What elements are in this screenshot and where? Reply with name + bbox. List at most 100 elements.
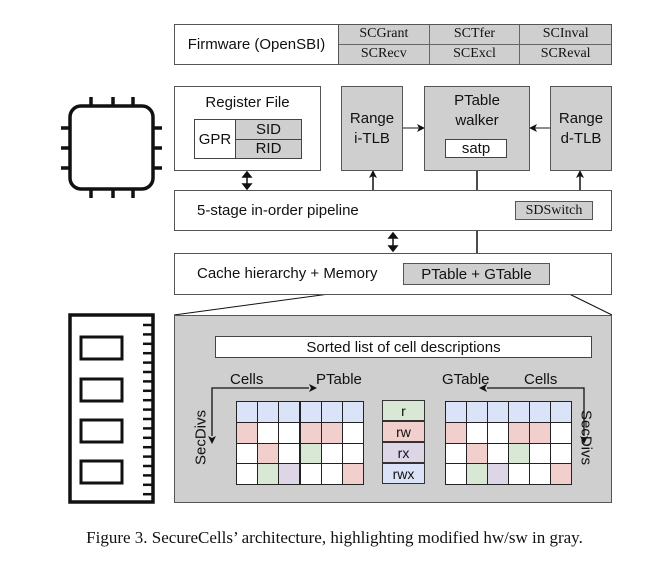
- ptable-cell-none: [278, 442, 301, 465]
- rf-pipeline-arrow: [241, 170, 253, 191]
- gtable-cell-rwx: [550, 401, 572, 423]
- gtable-cell-rw: [508, 421, 530, 444]
- dtlb-line1: Range: [558, 109, 604, 127]
- ptable-cell-none: [341, 442, 364, 465]
- ptable-title: PTable: [316, 371, 362, 388]
- ptable-grid: [236, 401, 364, 485]
- ptable-cell-rw: [257, 442, 280, 465]
- ptable-cell-none: [236, 463, 259, 485]
- legend-item-rw: rw: [382, 421, 425, 442]
- sbi-call-scinval: SCInval: [520, 25, 611, 45]
- ptable-cell-rwx: [299, 401, 322, 423]
- ptable-cell-none: [236, 442, 259, 465]
- sbi-call-screval: SCReval: [540, 46, 591, 62]
- sdswitch-instruction: SDSwitch: [515, 201, 593, 220]
- sorted-cell-list: Sorted list of cell descriptions: [215, 336, 592, 358]
- ptable-cell-rw: [299, 421, 322, 444]
- ptable-cell-none: [320, 463, 343, 485]
- ptable-cell-rwx: [341, 401, 364, 423]
- ptable-cells-label: Cells: [230, 371, 264, 388]
- walker-line2: walker: [455, 112, 499, 129]
- figure-caption: Figure 3. SecureCells’ architecture, hig…: [86, 528, 583, 547]
- gtable-cell-rw: [550, 463, 572, 485]
- gtable-cells-label: Cells: [524, 371, 558, 388]
- ptable-cell-rw: [341, 463, 364, 485]
- legend-item-r: r: [382, 400, 425, 421]
- pipeline-label: 5-stage in-order pipeline: [197, 202, 359, 219]
- tables-detail-panel: Sorted list of cell descriptions Cells P…: [174, 315, 612, 503]
- range-itlb-box: Range i-TLB: [341, 86, 403, 171]
- legend-item-rwx: rwx: [382, 463, 425, 484]
- gtable-cell-r: [466, 463, 488, 485]
- register-file-box: Register File GPR SID RID: [174, 86, 321, 171]
- satp-register: satp: [445, 139, 507, 158]
- itlb-line1: Range: [349, 109, 395, 127]
- gtable-cell-rwx: [445, 401, 467, 423]
- ptable-cell-rwx: [257, 401, 280, 423]
- register-grid: GPR SID RID: [194, 119, 302, 159]
- gtable-cell-rwx: [529, 401, 551, 423]
- gtable-cell-rx: [487, 463, 509, 485]
- sbi-call-screcv: SCRecv: [339, 44, 430, 64]
- gtable-cell-rw: [529, 421, 551, 444]
- gtable-cell-rwx: [487, 401, 509, 423]
- gtable-cell-rwx: [508, 401, 530, 423]
- gtable-cell-none: [508, 463, 530, 485]
- firmware-box: Firmware (OpenSBI): [174, 24, 338, 65]
- walker-line1: PTable: [454, 92, 500, 109]
- cache-memory-box: Cache hierarchy + Memory PTable + GTable: [174, 253, 612, 295]
- ptable-cell-rwx: [236, 401, 259, 423]
- gtable-cell-rw: [445, 421, 467, 444]
- ptable-cell-none: [320, 442, 343, 465]
- gtable-cell-r: [508, 442, 530, 465]
- rid-register: RID: [236, 139, 301, 158]
- sbi-call-scexcl: SCExcl: [430, 44, 521, 64]
- firmware-label: Firmware (OpenSBI): [187, 36, 326, 53]
- gtable-cell-none: [445, 463, 467, 485]
- pipeline-cache-arrow: [387, 231, 399, 253]
- gtable-cell-none: [445, 442, 467, 465]
- table-axes: [208, 384, 588, 444]
- ptable-cell-rw: [320, 421, 343, 444]
- gpr-cell: GPR: [195, 120, 236, 158]
- ptable-gtable-box: PTable + GTable: [403, 263, 550, 285]
- gtable-cell-none: [529, 442, 551, 465]
- itlb-line2: i-TLB: [354, 129, 390, 147]
- gtable-cell-none: [487, 442, 509, 465]
- pipeline-box: 5-stage in-order pipeline SDSwitch: [174, 190, 612, 231]
- range-dtlb-box: Range d-TLB: [550, 86, 612, 171]
- cache-label: Cache hierarchy + Memory: [197, 265, 378, 282]
- gtable-cell-none: [529, 463, 551, 485]
- ptable-cell-r: [299, 442, 322, 465]
- ptable-cell-rwx: [320, 401, 343, 423]
- ptable-cell-none: [257, 421, 280, 444]
- ptable-cell-rw: [236, 421, 259, 444]
- ptable-cell-none: [299, 463, 322, 485]
- gtable-cell-none: [487, 421, 509, 444]
- gtable-title: GTable: [442, 371, 490, 388]
- gtable-cell-rwx: [466, 401, 488, 423]
- gtable-cell-rw: [466, 442, 488, 465]
- sc-registers: SID RID: [236, 120, 301, 158]
- ptable-cell-rwx: [278, 401, 301, 423]
- gtable-cell-none: [550, 442, 572, 465]
- gtable-cell-none: [466, 421, 488, 444]
- cpu-chip-icon: [61, 97, 162, 198]
- memory-module-icon: [68, 313, 155, 504]
- ptable-cell-r: [257, 463, 280, 485]
- register-file-title: Register File: [205, 94, 290, 111]
- legend-item-rx: rx: [382, 442, 425, 463]
- gtable-grid: [445, 401, 572, 485]
- ptable-cell-rx: [278, 463, 301, 485]
- gtable-cell-none: [550, 421, 572, 444]
- dtlb-line2: d-TLB: [560, 129, 602, 147]
- ptable-walker-box: PTable walker satp: [424, 86, 530, 171]
- sbi-call-scgrant: SCGrant: [339, 25, 430, 45]
- sid-register: SID: [236, 120, 301, 140]
- sbi-call-sctfer: SCTfer: [429, 25, 521, 45]
- ptable-cell-none: [278, 421, 301, 444]
- ptable-cell-none: [341, 421, 364, 444]
- firmware-calls-grid: SCGrant SCTfer SCInval SCRecv SCExcl SCR…: [338, 24, 612, 65]
